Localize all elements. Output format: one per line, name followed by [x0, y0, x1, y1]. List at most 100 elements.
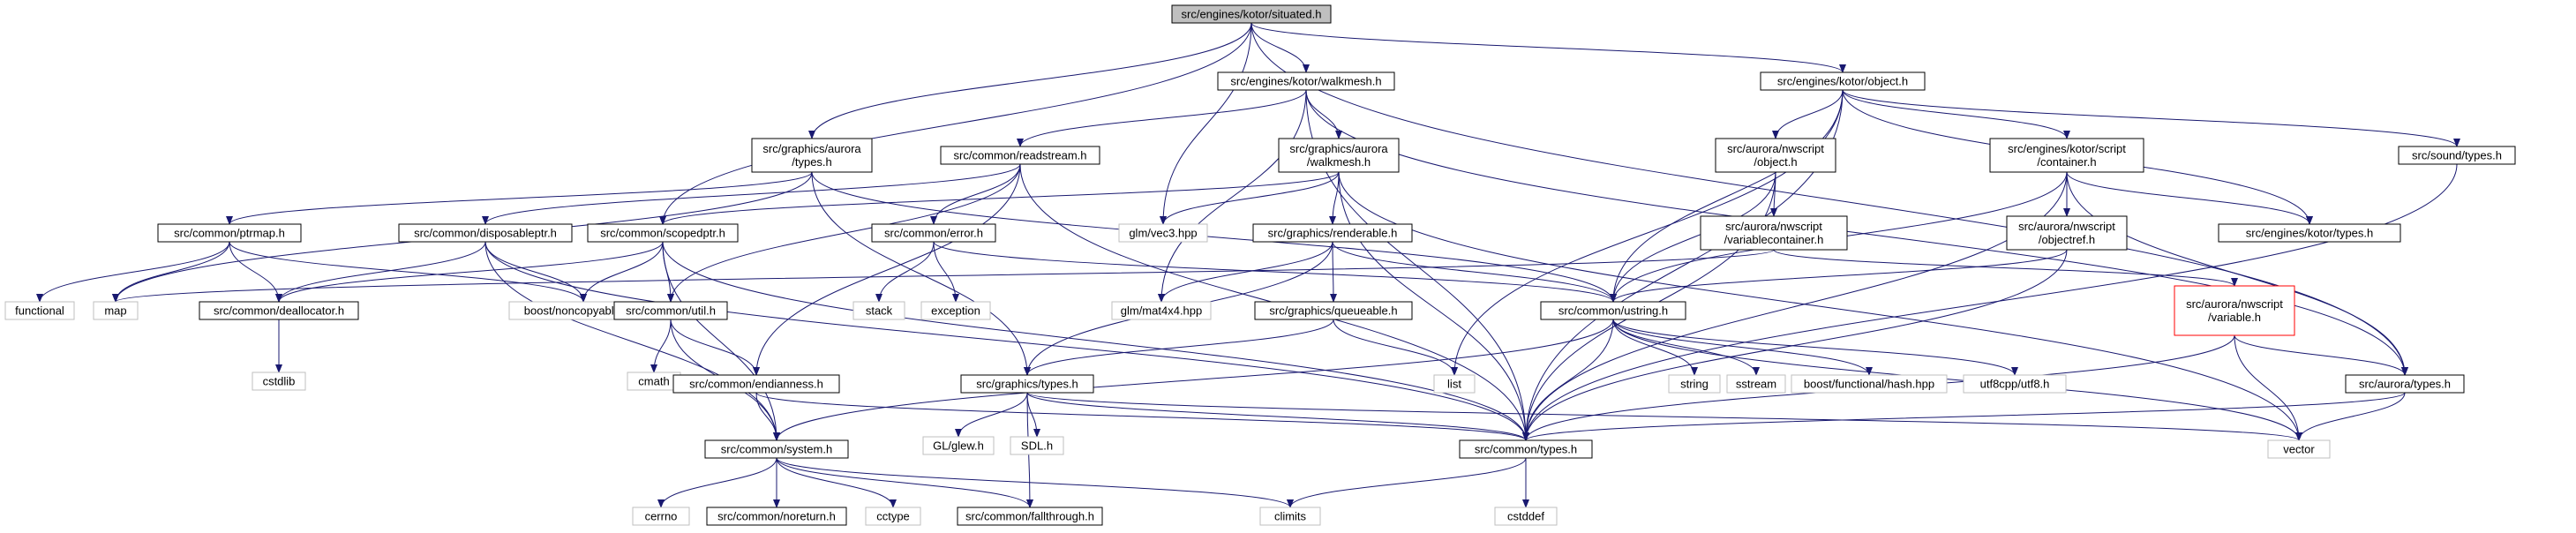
node-vector: vector: [2267, 439, 2331, 459]
node-cmath: cmath: [627, 372, 681, 391]
node-box-error: [871, 223, 996, 243]
node-stack: stack: [852, 301, 905, 320]
edge-situated-to-scopedptr: [659, 22, 1252, 225]
node-graphics_types[interactable]: src/graphics/types.h: [960, 374, 1094, 394]
node-gfx_aurora_types[interactable]: src/graphics/aurora/types.h: [751, 138, 873, 173]
node-gfx_walkmesh[interactable]: src/graphics/aurora/walkmesh.h: [1278, 138, 1400, 173]
edge-sound_types-to-common_types: [1522, 163, 2458, 441]
node-label-scopedptr-0: src/common/scopedptr.h: [600, 227, 725, 240]
node-gl_glew: GL/glew.h: [922, 436, 995, 455]
node-label-stack-0: stack: [866, 304, 893, 318]
edge-gfx_aurora_types-to-ustring: [811, 171, 1617, 303]
node-label-nwscript_variable-1: /variable.h: [2208, 311, 2261, 324]
node-kotor_container[interactable]: src/engines/kotor/script/container.h: [1989, 138, 2144, 173]
node-label-renderable-0: src/graphics/renderable.h: [1268, 227, 1398, 240]
node-box-common_types: [1459, 439, 1593, 459]
node-readstream[interactable]: src/common/readstream.h: [940, 146, 1100, 165]
node-box-kotor_object: [1760, 71, 1926, 91]
node-deallocator[interactable]: src/common/deallocator.h: [199, 301, 359, 320]
node-glm_vec3: glm/vec3.hpp: [1118, 223, 1208, 243]
node-box-scopedptr: [587, 223, 739, 243]
node-ptrmap[interactable]: src/common/ptrmap.h: [157, 223, 302, 243]
node-label-cmath-0: cmath: [638, 375, 669, 388]
node-disposableptr[interactable]: src/common/disposableptr.h: [398, 223, 573, 243]
node-label-climits-0: climits: [1274, 510, 1307, 523]
edge-nwscript_variable-to-aurora_types: [2234, 334, 2408, 376]
node-renderable[interactable]: src/graphics/renderable.h: [1252, 223, 1413, 243]
node-box-situated: [1171, 4, 1332, 24]
edge-readstream-to-disposableptr: [482, 163, 1021, 225]
node-endianness[interactable]: src/common/endianness.h: [672, 374, 840, 394]
node-ustring[interactable]: src/common/ustring.h: [1540, 301, 1686, 320]
node-label-cstdlib-0: cstdlib: [263, 375, 296, 388]
node-variablecontainer[interactable]: src/aurora/nwscript/variablecontainer.h: [1700, 215, 1848, 251]
node-label-kotor_types-0: src/engines/kotor/types.h: [2246, 227, 2374, 240]
node-fallthrough[interactable]: src/common/fallthrough.h: [957, 507, 1103, 526]
node-utf8: utf8cpp/utf8.h: [1963, 374, 2067, 394]
edge-objectref-to-ustring: [1610, 249, 2068, 303]
edge-graphics_types-to-gl_glew: [955, 392, 1028, 438]
node-nwscript_object[interactable]: src/aurora/nwscript/object.h: [1715, 138, 1836, 173]
node-label-situated-0: src/engines/kotor/situated.h: [1182, 8, 1322, 21]
node-box-queueable: [1254, 301, 1413, 320]
node-box-objectref: [2006, 215, 2128, 251]
node-label-sstream-0: sstream: [1736, 378, 1776, 391]
node-box-cctype: [865, 507, 921, 526]
edge-kotor_container-to-aurora_types: [2066, 171, 2408, 376]
edge-kotor_container-to-kotor_types: [2066, 171, 2313, 225]
node-box-variablecontainer: [1700, 215, 1848, 251]
node-box-gfx_aurora_types: [751, 138, 873, 173]
node-queueable[interactable]: src/graphics/queueable.h: [1254, 301, 1413, 320]
node-label-endianness-0: src/common/endianness.h: [689, 378, 823, 391]
node-error[interactable]: src/common/error.h: [871, 223, 996, 243]
node-util[interactable]: src/common/util.h: [613, 301, 728, 320]
edge-aurora_types-to-vector: [2295, 392, 2406, 441]
node-label-glm_mat4-0: glm/mat4x4.hpp: [1121, 304, 1203, 318]
node-walkmesh_kotor[interactable]: src/engines/kotor/walkmesh.h: [1217, 71, 1395, 91]
node-nwscript_variable[interactable]: src/aurora/nwscript/variable.h: [2174, 285, 2295, 336]
node-label-util-0: src/common/util.h: [626, 304, 716, 318]
edge-scopedptr-to-noncopyable: [580, 241, 664, 303]
node-box-utf8: [1963, 374, 2067, 394]
edge-nwscript_variable-to-vector: [2234, 334, 2302, 441]
edge-ptrmap-to-noncopyable: [229, 241, 587, 303]
node-box-stack: [852, 301, 905, 320]
node-label-aurora_types-0: src/aurora/types.h: [2359, 378, 2451, 391]
node-objectref[interactable]: src/aurora/nwscript/objectref.h: [2006, 215, 2128, 251]
node-scopedptr[interactable]: src/common/scopedptr.h: [587, 223, 739, 243]
edge-system-to-cctype: [776, 457, 897, 508]
node-label-map-0: map: [104, 304, 126, 318]
node-aurora_types[interactable]: src/aurora/types.h: [2345, 374, 2465, 394]
node-box-sound_types: [2398, 146, 2516, 165]
node-kotor_object[interactable]: src/engines/kotor/object.h: [1760, 71, 1926, 91]
node-label-vector-0: vector: [2283, 443, 2315, 456]
node-noreturn[interactable]: src/common/noreturn.h: [706, 507, 847, 526]
edge-scopedptr-to-system: [662, 241, 780, 441]
node-box-nwscript_variable: [2174, 285, 2295, 336]
node-box-cstdlib: [252, 372, 306, 391]
node-box-kotor_types: [2218, 223, 2401, 243]
node-kotor_types[interactable]: src/engines/kotor/types.h: [2218, 223, 2401, 243]
node-label-sound_types-0: src/sound/types.h: [2412, 149, 2502, 162]
node-situated[interactable]: src/engines/kotor/situated.h: [1171, 4, 1332, 24]
edge-ustring-to-boost_hash: [1612, 319, 1873, 376]
node-label-walkmesh_kotor-0: src/engines/kotor/walkmesh.h: [1230, 75, 1381, 88]
node-label-utf8-0: utf8cpp/utf8.h: [1980, 378, 2050, 391]
edge-objectref-to-common_types: [1522, 249, 2068, 441]
edge-gfx_walkmesh-to-renderable: [1329, 171, 1340, 225]
node-box-sstream: [1726, 374, 1786, 394]
node-common_types[interactable]: src/common/types.h: [1459, 439, 1593, 459]
edge-variablecontainer-to-map: [112, 249, 1775, 303]
node-sound_types[interactable]: src/sound/types.h: [2398, 146, 2516, 165]
node-glm_mat4: glm/mat4x4.hpp: [1111, 301, 1212, 320]
node-box-map: [93, 301, 139, 320]
node-system[interactable]: src/common/system.h: [704, 439, 849, 459]
node-box-readstream: [940, 146, 1100, 165]
edges-layer: [36, 22, 2460, 508]
edge-util-to-endianness: [670, 319, 760, 376]
node-box-ustring: [1540, 301, 1686, 320]
node-cerrno: cerrno: [632, 507, 690, 526]
edge-graphics_types-to-sdl: [1026, 392, 1040, 438]
